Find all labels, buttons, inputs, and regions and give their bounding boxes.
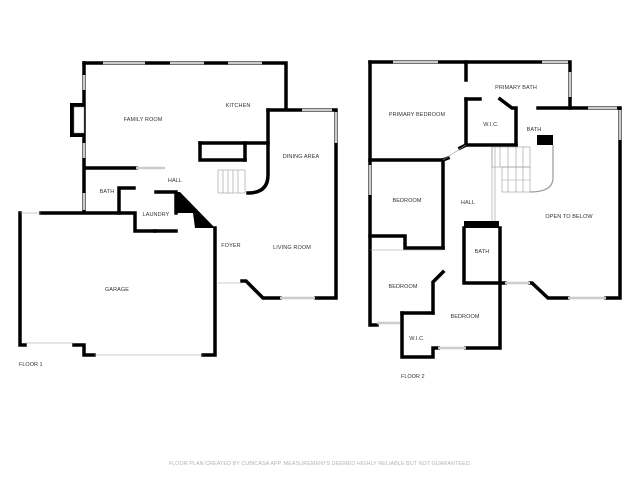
room-label-hall: HALL [167,178,183,184]
room-label-open-to-below: OPEN TO BELOW [545,214,593,220]
room-label-dining-area: DINING AREA [282,154,320,160]
room-label-hall-2: HALL [460,200,476,206]
floor2-stairs [491,145,554,193]
room-label-bedroom-3: BEDROOM [450,314,480,320]
room-label-foyer: FOYER [221,243,241,249]
room-label-bath: BATH [99,189,115,195]
room-label-kitchen: KITCHEN [225,103,251,109]
floor1-windows [20,61,338,356]
room-label-bedroom-2: BEDROOM [388,284,418,290]
room-label-living-room: LIVING ROOM [273,245,311,251]
room-label-bath-primary: BATH [526,127,542,133]
floor1-stairs [217,169,246,194]
room-label-primary-bath: PRIMARY BATH [495,85,537,91]
floor2-label: FLOOR 2 [401,374,425,380]
room-label-bath-hall: BATH [474,249,490,255]
room-label-bedroom-1: BEDROOM [392,198,422,204]
room-label-garage: GARAGE [104,287,130,293]
room-label-family-room: FAMILY ROOM [123,117,163,123]
room-label-wic-primary: W.I.C. [483,122,499,128]
room-label-primary-bedroom: PRIMARY BEDROOM [388,112,446,118]
floor2-windows [368,60,622,350]
footer-disclaimer: FLOOR PLAN CREATED BY CUBICASA APP. MEAS… [168,461,472,467]
room-label-wic-bedroom: W.I.C. [409,336,425,342]
room-label-laundry: LAUNDRY [142,212,170,218]
floor1-label: FLOOR 1 [19,362,43,368]
floor1-walls [18,61,338,357]
